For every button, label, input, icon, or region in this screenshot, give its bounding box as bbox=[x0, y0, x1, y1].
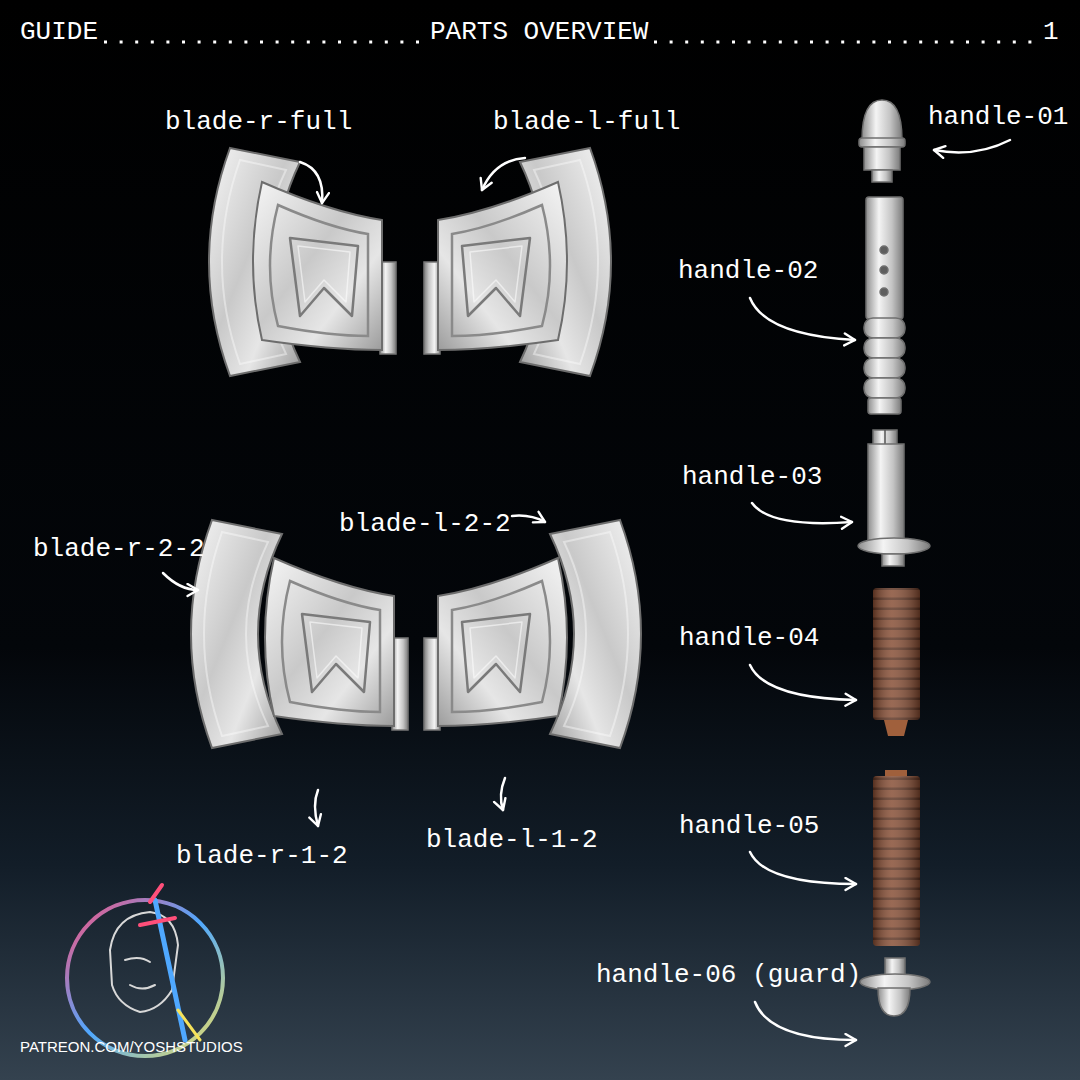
handle-collar bbox=[858, 430, 930, 566]
part-name: blade-r-1-2 bbox=[176, 841, 348, 871]
blade-body bbox=[424, 558, 567, 730]
handle-wood-lower bbox=[873, 770, 920, 946]
part-name: blade-r-full bbox=[165, 107, 352, 137]
handle-wood-upper bbox=[873, 588, 920, 736]
part-name: handle-04 bbox=[679, 623, 819, 653]
part-name: blade-l-full bbox=[493, 107, 680, 137]
blade-body bbox=[253, 182, 396, 354]
handle-grip-metal bbox=[864, 197, 905, 414]
part-name: handle-06 (guard) bbox=[596, 960, 861, 990]
part-name: handle-03 bbox=[682, 462, 822, 492]
part-name: handle-05 bbox=[679, 811, 819, 841]
part-name: blade-l-1-2 bbox=[426, 825, 598, 855]
watermark: PATREON.COM/YOSHSTUDIOS bbox=[20, 1038, 243, 1055]
part-name: handle-02 bbox=[678, 256, 818, 286]
page-number: 1 bbox=[1043, 17, 1059, 47]
part-name: blade-r-2-2 bbox=[33, 534, 205, 564]
blade-split-pair bbox=[191, 520, 641, 748]
page-title: PARTS OVERVIEW bbox=[430, 17, 648, 47]
blade-full-pair bbox=[209, 148, 611, 376]
leader-arrows bbox=[163, 140, 1010, 1040]
blade-body bbox=[265, 558, 408, 730]
handle-pommel bbox=[859, 100, 905, 182]
header-text: GUIDE bbox=[20, 17, 98, 47]
blade-body bbox=[424, 182, 567, 354]
part-name: blade-l-2-2 bbox=[339, 509, 511, 539]
handle-guard bbox=[860, 958, 930, 1016]
part-name: handle-01 bbox=[928, 102, 1068, 132]
studio-logo bbox=[67, 885, 223, 1056]
